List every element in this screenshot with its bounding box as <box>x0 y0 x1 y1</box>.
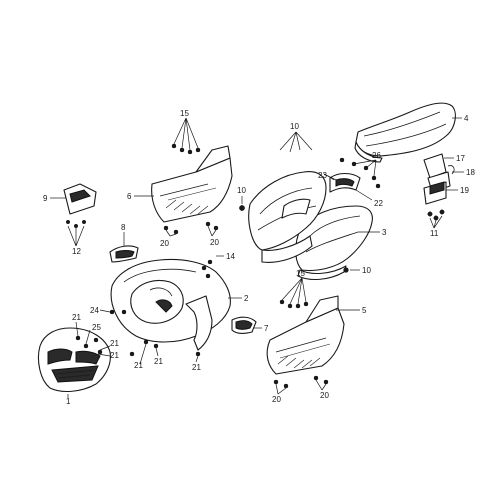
callout-15-bottom: 15 <box>296 269 305 278</box>
callout-labels: 1 2 3 4 5 6 7 8 9 10 10 10 11 12 14 15 1… <box>43 109 475 406</box>
callout-5: 5 <box>362 306 367 315</box>
callout-21-c: 21 <box>110 351 119 360</box>
callout-14: 14 <box>226 252 235 261</box>
leader-lines <box>50 117 464 398</box>
callout-4: 4 <box>464 114 469 123</box>
rear-fender-part <box>295 205 373 281</box>
callout-6: 6 <box>127 192 132 201</box>
left-footrest-part <box>151 143 233 235</box>
callout-12: 12 <box>72 247 81 256</box>
callout-20-a: 20 <box>160 239 169 248</box>
callout-20-b: 20 <box>210 238 219 247</box>
callout-11: 11 <box>430 229 439 238</box>
rear-body-part <box>239 171 327 263</box>
callout-21-a: 21 <box>72 313 81 322</box>
seat-part <box>354 102 456 163</box>
callout-23: 23 <box>318 171 327 180</box>
callout-17: 17 <box>456 154 465 163</box>
seat-latch-bracket <box>423 153 455 221</box>
callout-21-b: 21 <box>110 339 119 348</box>
callout-20-c: 20 <box>272 395 281 404</box>
callout-15-top: 15 <box>180 109 189 118</box>
callout-19: 19 <box>460 186 469 195</box>
small-cover-7-part <box>231 316 257 334</box>
callout-22: 22 <box>374 199 383 208</box>
front-grille-part <box>37 327 111 393</box>
callout-18: 18 <box>466 168 475 177</box>
small-cover-8-part <box>109 245 139 263</box>
callout-24: 24 <box>90 306 99 315</box>
front-bracket-part <box>63 183 97 229</box>
callout-26: 26 <box>372 151 381 160</box>
callout-10-right: 10 <box>362 266 371 275</box>
callout-25: 25 <box>92 323 101 332</box>
callout-20-d: 20 <box>320 391 329 400</box>
rear-bracket-part <box>323 157 381 193</box>
callout-3: 3 <box>382 228 387 237</box>
right-footrest-part <box>266 295 345 389</box>
callout-10-top: 10 <box>290 122 299 131</box>
callout-21-e: 21 <box>154 357 163 366</box>
callout-9: 9 <box>43 194 48 203</box>
callout-1: 1 <box>66 397 71 406</box>
callout-21-d: 21 <box>134 361 143 370</box>
front-body-part <box>110 258 231 357</box>
callout-21-f: 21 <box>192 363 201 372</box>
callout-7: 7 <box>264 324 269 333</box>
callout-2: 2 <box>244 294 249 303</box>
callout-8: 8 <box>121 223 126 232</box>
callout-10-left: 10 <box>237 186 246 195</box>
